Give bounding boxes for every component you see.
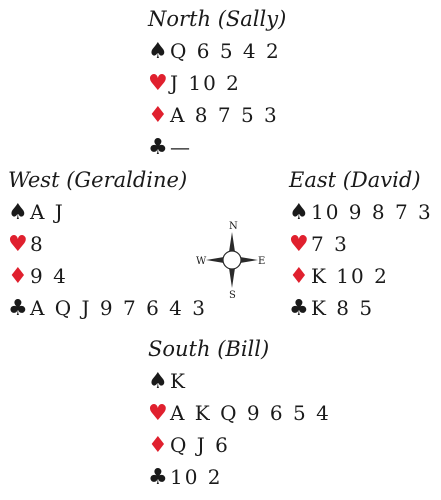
east-diamonds-row: ♦K 10 2: [289, 260, 433, 292]
north-diamonds-row: ♦A 8 7 5 3: [148, 99, 286, 131]
west-diamonds-row: ♦9 4: [8, 260, 207, 292]
north-clubs-cards: —: [170, 135, 192, 159]
compass-center-circle: [222, 250, 242, 270]
diamond-icon: ♦: [148, 433, 168, 458]
heart-icon: ♥: [289, 232, 309, 257]
west-player-name: West (Geraldine): [8, 168, 188, 192]
heart-icon: ♥: [8, 232, 28, 257]
heart-icon: ♥: [148, 71, 168, 96]
east-player-name: East (David): [289, 168, 421, 192]
compass-east-letter: E: [258, 256, 265, 267]
west-hearts-cards: 8: [30, 232, 45, 256]
south-player-name: South (Bill): [148, 337, 270, 361]
club-icon: ♣: [8, 296, 28, 321]
south-hand: South (Bill) ♠K ♥A K Q 9 6 5 4 ♦Q J 6 ♣1…: [148, 333, 331, 493]
west-clubs-cards: A Q J 9 7 6 4 3: [30, 296, 207, 320]
west-diamonds-cards: 9 4: [30, 264, 68, 288]
south-clubs-row: ♣10 2: [148, 461, 331, 493]
compass-south-letter: S: [229, 290, 236, 300]
diamond-icon: ♦: [148, 103, 168, 128]
spade-icon: ♠: [8, 200, 28, 225]
east-spades-cards: 10 9 8 7 3: [311, 200, 433, 224]
club-icon: ♣: [289, 296, 309, 321]
south-spades-cards: K: [170, 369, 187, 393]
north-clubs-row: ♣—: [148, 131, 286, 163]
compass-north-point: [229, 232, 235, 252]
north-hand: North (Sally) ♠Q 6 5 4 2 ♥J 10 2 ♦A 8 7 …: [148, 3, 286, 163]
south-hearts-cards: A K Q 9 6 5 4: [170, 401, 331, 425]
west-clubs-row: ♣A Q J 9 7 6 4 3: [8, 292, 207, 324]
west-spades-row: ♠A J: [8, 196, 207, 228]
spade-icon: ♠: [289, 200, 309, 225]
east-spades-row: ♠10 9 8 7 3: [289, 196, 433, 228]
compass-west-point: [206, 257, 224, 263]
compass-north-letter: N: [229, 221, 238, 232]
south-diamonds-row: ♦Q J 6: [148, 429, 331, 461]
club-icon: ♣: [148, 135, 168, 160]
spade-icon: ♠: [148, 369, 168, 394]
east-hearts-row: ♥7 3: [289, 228, 433, 260]
north-hearts-row: ♥J 10 2: [148, 67, 286, 99]
spade-icon: ♠: [148, 39, 168, 64]
east-hand: East (David) ♠10 9 8 7 3 ♥7 3 ♦K 10 2 ♣K…: [289, 164, 433, 324]
north-player-name: North (Sally): [148, 7, 287, 31]
south-hearts-row: ♥A K Q 9 6 5 4: [148, 397, 331, 429]
west-hearts-row: ♥8: [8, 228, 207, 260]
north-diamonds-cards: A 8 7 5 3: [170, 103, 279, 127]
compass-west-letter: W: [196, 256, 207, 267]
east-clubs-cards: K 8 5: [311, 296, 375, 320]
east-hearts-cards: 7 3: [311, 232, 349, 256]
west-spades-cards: A J: [30, 200, 65, 224]
compass-rose-icon: N S W E: [196, 221, 265, 300]
heart-icon: ♥: [148, 401, 168, 426]
club-icon: ♣: [148, 465, 168, 490]
north-spades-cards: Q 6 5 4 2: [170, 39, 281, 63]
diamond-icon: ♦: [8, 264, 28, 289]
south-clubs-cards: 10 2: [170, 465, 223, 489]
north-hearts-cards: J 10 2: [170, 71, 241, 95]
west-hand: West (Geraldine) ♠A J ♥8 ♦9 4 ♣A Q J 9 7…: [8, 164, 207, 324]
south-diamonds-cards: Q J 6: [170, 433, 230, 457]
compass-south-point: [229, 268, 235, 288]
compass-east-point: [240, 257, 258, 263]
east-diamonds-cards: K 10 2: [311, 264, 389, 288]
north-spades-row: ♠Q 6 5 4 2: [148, 35, 286, 67]
east-clubs-row: ♣K 8 5: [289, 292, 433, 324]
south-spades-row: ♠K: [148, 365, 331, 397]
diamond-icon: ♦: [289, 264, 309, 289]
